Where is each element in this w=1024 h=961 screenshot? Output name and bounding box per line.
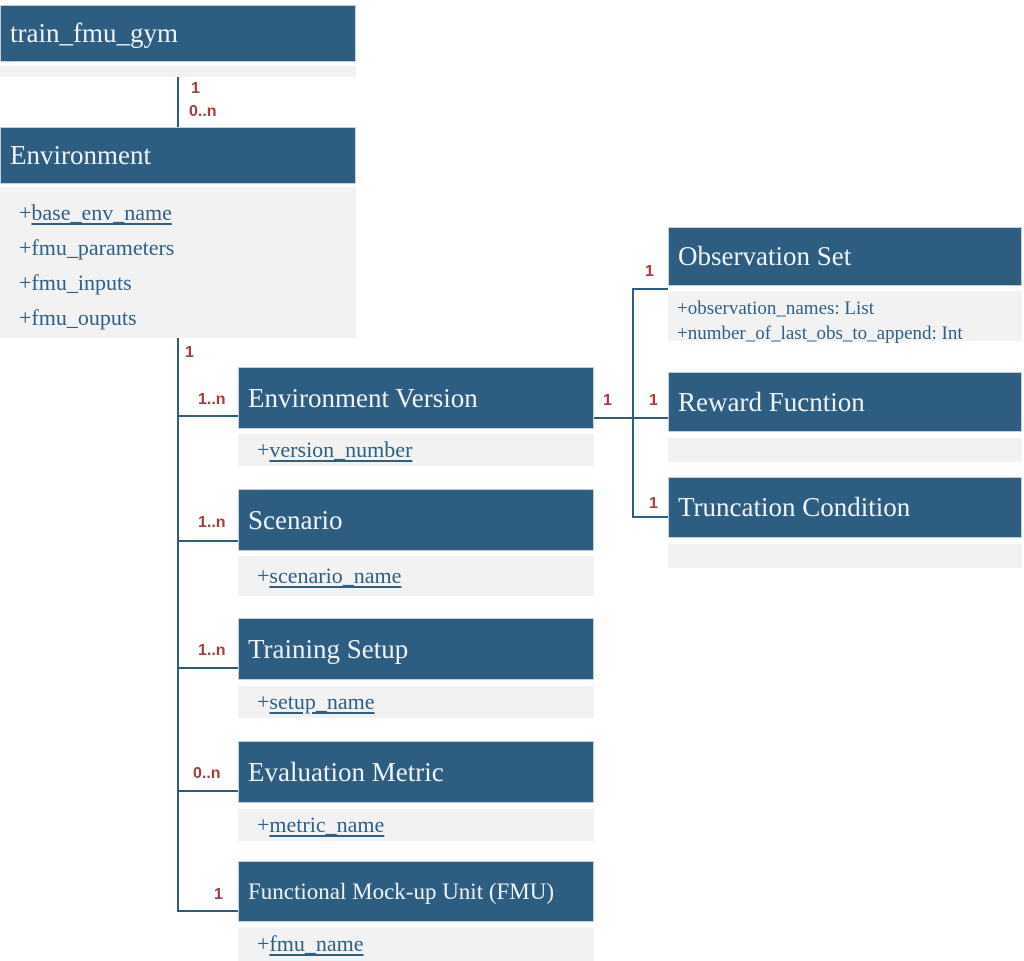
multiplicity-fmu: 1: [214, 886, 223, 903]
class-training-setup-attributes: +setup_name: [238, 686, 594, 718]
class-train-fmu-gym: train_fmu_gym: [0, 5, 356, 77]
attribute-fmu-inputs: +fmu_inputs: [0, 265, 356, 300]
class-environment-title: Environment: [0, 127, 356, 184]
attribute-name: scenario_name: [269, 563, 402, 588]
attribute-setup-name: +setup_name: [238, 689, 375, 715]
multiplicity-gym-env-parent: 1: [191, 80, 200, 97]
connector-gym-environment-vertical: [177, 77, 179, 127]
multiplicity-env-parent: 1: [185, 344, 194, 361]
class-training-setup-title: Training Setup: [238, 618, 594, 680]
class-observation-set-attributes: +observation_names: List +number_of_last…: [668, 291, 1022, 344]
class-truncation-condition-attributes: [668, 544, 1022, 568]
attribute-name: number_of_last_obs_to_append: Int: [687, 323, 963, 344]
class-fmu-attributes: +fmu_name: [238, 927, 594, 961]
connector-environment-trunk-vertical: [177, 338, 179, 912]
attribute-fmu-ouputs: +fmu_ouputs: [0, 300, 356, 335]
attribute-visibility: +: [19, 270, 32, 295]
class-truncation-condition: Truncation Condition: [668, 477, 1022, 568]
connector-branch-training-setup: [179, 667, 238, 669]
connector-right-vertical: [632, 288, 634, 518]
multiplicity-scenario: 1..n: [198, 514, 226, 531]
attribute-name: version_number: [269, 437, 413, 462]
attribute-fmu-name: +fmu_name: [238, 931, 364, 957]
multiplicity-branch-right: 1: [649, 392, 658, 409]
multiplicity-version-right: 1: [603, 392, 612, 409]
class-scenario-title: Scenario: [238, 489, 594, 551]
connector-observation-set-horizontal: [632, 288, 668, 290]
multiplicity-training-setup: 1..n: [198, 642, 226, 659]
multiplicity-truncation: 1: [649, 495, 658, 512]
connector-branch-evaluation-metric: [179, 790, 238, 792]
attribute-version-number: +version_number: [238, 437, 412, 463]
multiplicity-evaluation-metric: 0..n: [193, 765, 221, 782]
multiplicity-gym-env-child: 0..n: [189, 103, 217, 120]
class-environment-version-attributes: +version_number: [238, 434, 594, 466]
class-observation-set-title: Observation Set: [668, 227, 1022, 286]
class-environment: Environment +base_env_name +fmu_paramete…: [0, 127, 356, 338]
attribute-name: fmu_parameters: [31, 235, 175, 260]
class-environment-version-title: Environment Version: [238, 367, 594, 429]
class-environment-version: Environment Version +version_number: [238, 367, 594, 466]
attribute-visibility: +: [257, 689, 270, 714]
class-evaluation-metric: Evaluation Metric +metric_name: [238, 741, 594, 841]
attribute-observation-names: +observation_names: List: [668, 296, 1022, 321]
attribute-base-env-name: +base_env_name: [0, 195, 356, 230]
attribute-number-of-last-obs: +number_of_last_obs_to_append: Int: [668, 321, 1022, 346]
attribute-visibility: +: [677, 323, 688, 344]
connector-branch-environment-version: [179, 415, 238, 417]
connector-branch-scenario: [179, 540, 238, 542]
class-training-setup: Training Setup +setup_name: [238, 618, 594, 718]
class-evaluation-metric-attributes: +metric_name: [238, 809, 594, 841]
class-train-fmu-gym-attributes: [0, 66, 356, 77]
class-observation-set: Observation Set +observation_names: List…: [668, 227, 1022, 344]
attribute-visibility: +: [257, 931, 270, 956]
class-fmu: Functional Mock-up Unit (FMU) +fmu_name: [238, 861, 594, 961]
class-scenario: Scenario +scenario_name: [238, 489, 594, 596]
attribute-name: fmu_name: [269, 931, 364, 956]
attribute-fmu-parameters: +fmu_parameters: [0, 230, 356, 265]
class-reward-function-attributes: [668, 438, 1022, 462]
attribute-name: fmu_inputs: [31, 270, 132, 295]
attribute-visibility: +: [677, 298, 688, 319]
attribute-visibility: +: [257, 437, 270, 462]
connector-truncation-horizontal: [632, 516, 668, 518]
attribute-visibility: +: [19, 200, 32, 225]
class-scenario-attributes: +scenario_name: [238, 556, 594, 596]
connector-version-right-horizontal: [594, 417, 668, 419]
attribute-name: observation_names: List: [687, 298, 874, 319]
attribute-visibility: +: [257, 563, 270, 588]
connector-branch-fmu: [179, 910, 238, 912]
class-evaluation-metric-title: Evaluation Metric: [238, 741, 594, 803]
attribute-name: base_env_name: [31, 200, 172, 225]
attribute-visibility: +: [257, 812, 270, 837]
attribute-name: setup_name: [269, 689, 375, 714]
class-truncation-condition-title: Truncation Condition: [668, 477, 1022, 538]
class-reward-function-title: Reward Fucntion: [668, 372, 1022, 432]
attribute-name: metric_name: [269, 812, 385, 837]
attribute-visibility: +: [19, 305, 32, 330]
multiplicity-observation-set: 1: [645, 263, 654, 280]
attribute-visibility: +: [19, 235, 32, 260]
class-reward-function: Reward Fucntion: [668, 372, 1022, 462]
class-fmu-title: Functional Mock-up Unit (FMU): [238, 861, 594, 922]
class-environment-attributes: +base_env_name +fmu_parameters +fmu_inpu…: [0, 187, 356, 338]
attribute-name: fmu_ouputs: [31, 305, 137, 330]
multiplicity-environment-version: 1..n: [198, 391, 226, 408]
class-train-fmu-gym-title: train_fmu_gym: [0, 5, 356, 62]
attribute-metric-name: +metric_name: [238, 812, 384, 838]
attribute-scenario-name: +scenario_name: [238, 563, 401, 589]
